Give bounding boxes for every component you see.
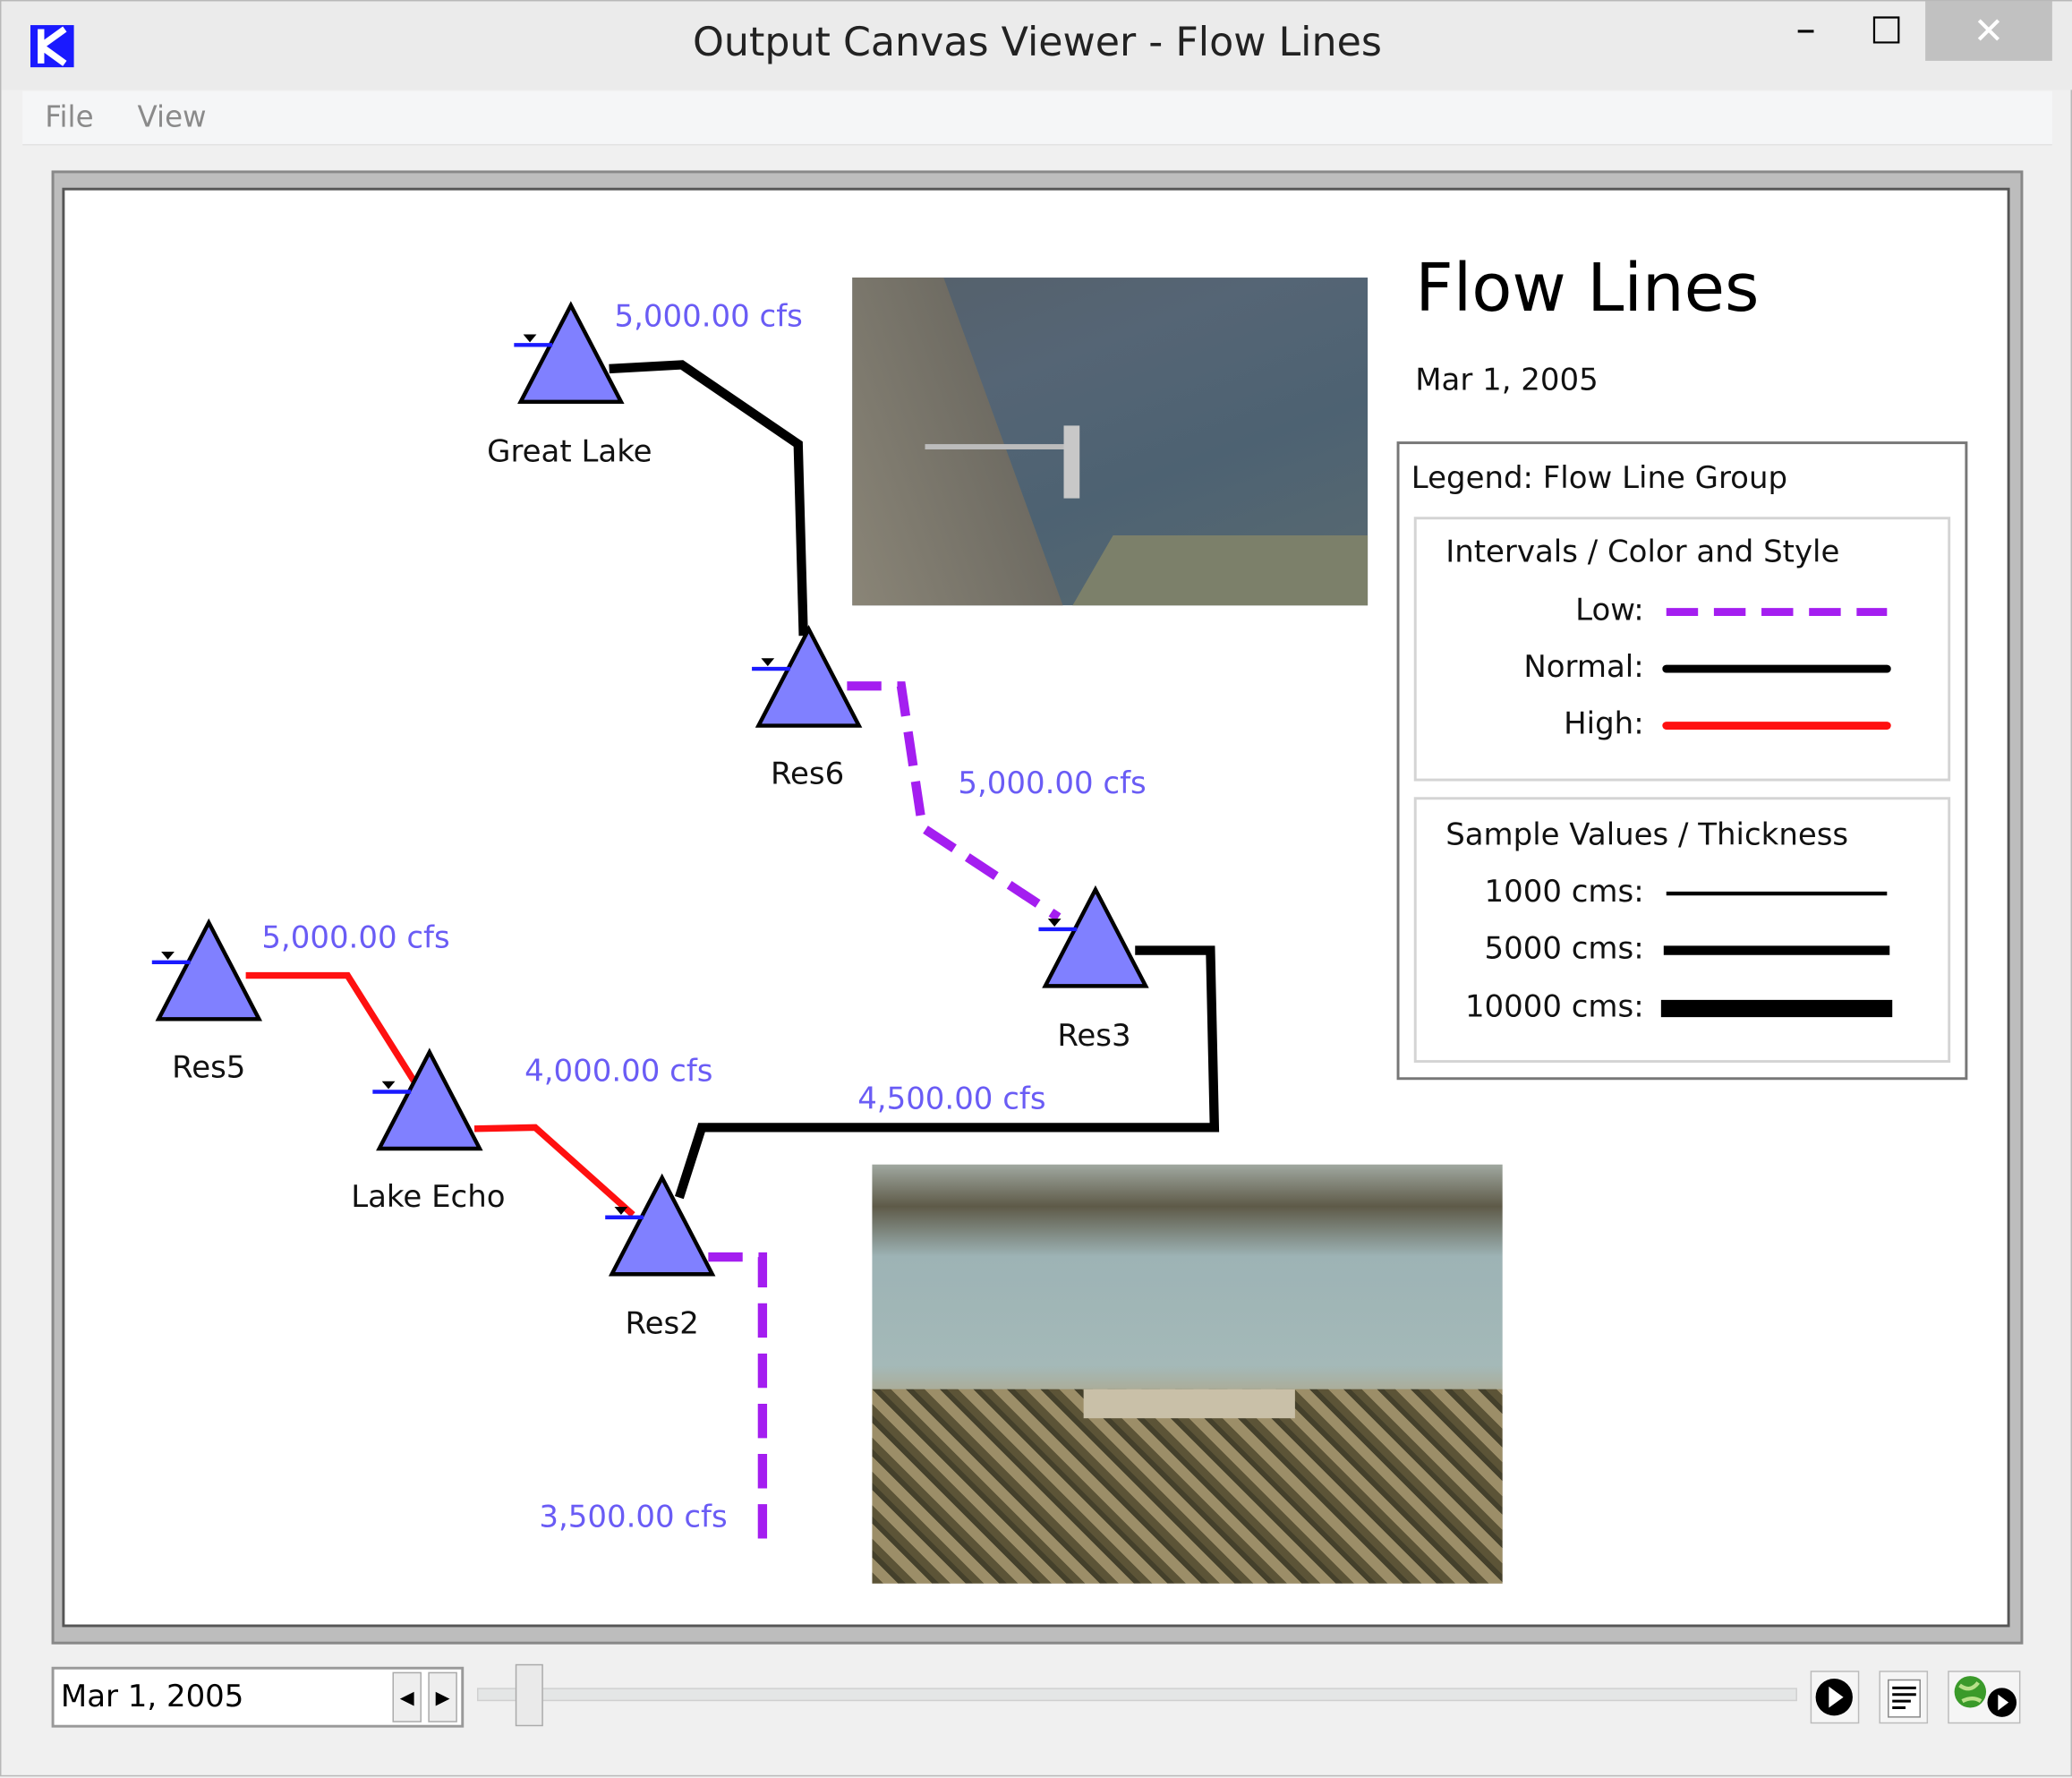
prev-date-button[interactable]: ◀	[392, 1671, 422, 1722]
flow-label: 4,500.00 cfs	[857, 1082, 1046, 1117]
minimize-button[interactable]: –	[1795, 6, 1816, 54]
reservoir-label: Res2	[625, 1307, 699, 1342]
reservoir-label: Res5	[172, 1050, 246, 1086]
legend-intervals-heading: Intervals / Color and Style	[1445, 534, 1840, 570]
globe-play-icon	[1954, 1676, 2017, 1717]
app-logo-icon	[30, 25, 74, 68]
legend-high-label: High:	[1564, 706, 1644, 742]
flow-label: 5,000.00 cfs	[614, 300, 803, 335]
flow-label: 5,000.00 cfs	[261, 921, 450, 956]
reservoir-node-icon[interactable]	[1042, 885, 1149, 988]
reservoir-node-icon[interactable]	[608, 1173, 716, 1277]
reservoir-label: Lake Echo	[351, 1180, 506, 1215]
timeline-slider-thumb[interactable]	[516, 1663, 544, 1727]
reservoir-label: Great Lake	[487, 434, 652, 470]
menu-bar: File View	[22, 90, 2052, 146]
window-title: Output Canvas Viewer - Flow Lines	[693, 20, 1382, 66]
flow-line-high-res5-lakeecho	[245, 971, 418, 1085]
flow-line-low-res6-res3	[847, 681, 1062, 921]
reservoir-label: Res3	[1057, 1019, 1131, 1054]
legend-intervals-group	[1413, 517, 1951, 782]
legend-thickness-group	[1413, 797, 1951, 1064]
flow-line-normal-greatlake-res6	[609, 360, 808, 637]
title-bar: Output Canvas Viewer - Flow Lines – ☐ ✕	[1, 1, 2072, 90]
water-level-marker-icon	[1047, 919, 1062, 927]
reservoir-node-icon[interactable]	[155, 918, 263, 1021]
legend-5000-label: 5000 cms:	[1484, 931, 1644, 967]
water-level-marker-icon	[614, 1206, 628, 1215]
report-button[interactable]	[1879, 1671, 1929, 1724]
legend-normal-label: Normal:	[1523, 650, 1644, 685]
water-level-marker-icon	[523, 334, 537, 343]
play-button[interactable]	[1810, 1671, 1860, 1724]
flow-line-high-lakeecho-res2	[473, 1124, 635, 1218]
water-level-marker-icon	[381, 1081, 396, 1090]
reservoir-node-icon[interactable]	[755, 624, 863, 728]
canvas-title: Flow Lines	[1415, 250, 1760, 327]
canvas-date: Mar 1, 2005	[1415, 363, 1599, 398]
list-icon	[1888, 1679, 1921, 1718]
flow-label: 4,000.00 cfs	[524, 1055, 713, 1090]
menu-file[interactable]: File	[45, 101, 94, 135]
close-button[interactable]: ✕	[1925, 1, 2052, 61]
reservoir-node-icon[interactable]	[376, 1047, 483, 1151]
timeline-slider-track[interactable]	[476, 1688, 1797, 1702]
legend-10000-label: 10000 cms:	[1464, 989, 1644, 1025]
next-date-button[interactable]: ▶	[428, 1671, 457, 1722]
maximize-button[interactable]: ☐	[1870, 9, 1904, 54]
reservoir-node-icon[interactable]	[517, 301, 625, 405]
legend-low-label: Low:	[1575, 593, 1644, 628]
water-level-marker-icon	[161, 952, 175, 960]
legend-box	[1396, 441, 1968, 1081]
legend-swatches	[1660, 608, 1893, 1018]
play-icon	[1815, 1679, 1853, 1716]
legend-1000-label: 1000 cms:	[1484, 875, 1644, 910]
reservoir-label: Res6	[770, 757, 845, 792]
water-level-marker-icon	[761, 658, 775, 667]
reservoir-landscape-photo	[872, 1164, 1503, 1584]
legend-title: Legend: Flow Line Group	[1411, 461, 1788, 496]
menu-view[interactable]: View	[137, 101, 207, 135]
flow-label: 3,500.00 cfs	[539, 1500, 728, 1535]
flow-line-normal-res3-res2	[674, 945, 1220, 1200]
flow-line-low-res2-out	[708, 1252, 768, 1555]
legend-thickness-heading: Sample Values / Thickness	[1445, 817, 1849, 853]
run-globe-button[interactable]	[1948, 1671, 2021, 1724]
flow-label: 5,000.00 cfs	[958, 766, 1147, 801]
dam-aerial-photo	[852, 278, 1369, 606]
